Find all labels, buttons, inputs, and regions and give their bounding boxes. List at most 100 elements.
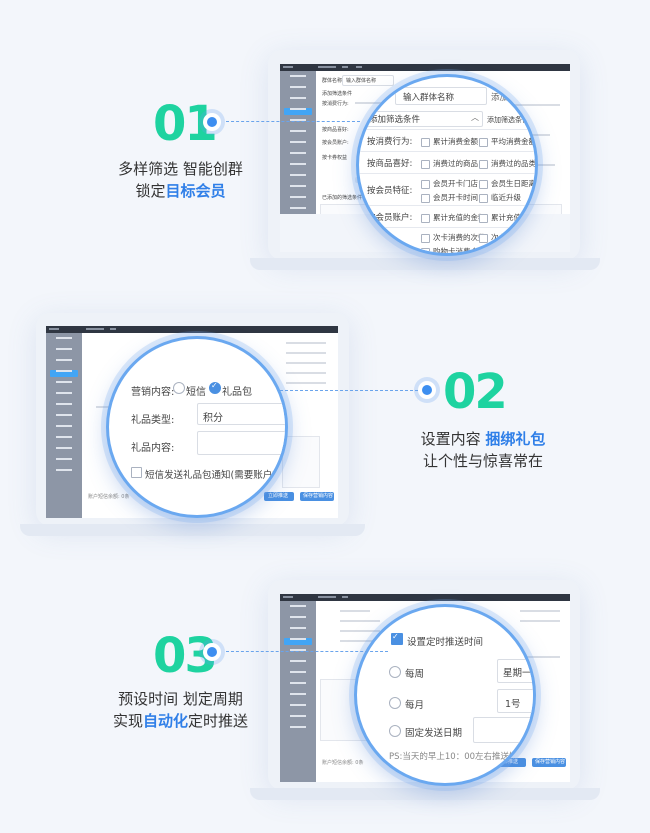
group-name-placeholder: 输入群体名称 bbox=[403, 93, 455, 103]
filter-row-label: 按会员特征: bbox=[367, 186, 413, 196]
connector-dot-2 bbox=[418, 381, 436, 399]
push-now-button-2[interactable] bbox=[264, 492, 294, 501]
gift-content-label: 礼品内容: bbox=[131, 443, 175, 454]
filter-option-label: 消费过的品类 bbox=[491, 159, 536, 168]
filter-option-label: 累计充值的次数 bbox=[491, 213, 536, 222]
filter-option-checkbox[interactable] bbox=[479, 160, 488, 169]
add-filter-right-2: 添加筛选条件 bbox=[487, 116, 529, 124]
filter-option-checkbox[interactable] bbox=[421, 194, 430, 203]
add-filter-label: 添加筛选条件 bbox=[369, 115, 421, 125]
sms-notify-checkbox[interactable] bbox=[131, 467, 142, 478]
filter-option-checkbox[interactable] bbox=[421, 248, 430, 253]
filter-option-checkbox[interactable] bbox=[421, 138, 430, 147]
magnifier-schedule: ✓ 设置定时推送时间 每周 星期一 每月 1号 固定发送日期 PS:当天的早上1… bbox=[354, 604, 536, 786]
feature-caption-1: 多样筛选 智能创群 锁定目标会员 bbox=[98, 158, 263, 202]
gift-content-input[interactable] bbox=[197, 431, 285, 455]
monthly-select[interactable] bbox=[497, 689, 533, 713]
add-filter-select[interactable] bbox=[361, 111, 483, 127]
filter-option-label: 临近升级 bbox=[491, 193, 521, 202]
gift-type-select[interactable] bbox=[197, 403, 285, 425]
chevron-up-icon[interactable]: ︿ bbox=[471, 113, 479, 122]
mini-by-card: 按卡券权益 bbox=[322, 155, 348, 161]
weekly-value: 星期一 bbox=[503, 668, 532, 679]
connector-line-1 bbox=[226, 121, 360, 122]
filter-row-label: 按消费行为: bbox=[367, 137, 413, 147]
enable-schedule-label: 设置定时推送时间 bbox=[407, 637, 484, 648]
save-button-2[interactable] bbox=[300, 492, 334, 501]
connector-line-2 bbox=[280, 390, 418, 391]
filter-row: 按购明细:次卡消费的次数次卡的购物卡消费金额购物卡 bbox=[359, 227, 535, 256]
feature-caption-2: 设置内容 捆绑礼包 让个性与惊喜常在 bbox=[388, 428, 578, 472]
filter-option-checkbox[interactable] bbox=[479, 234, 488, 243]
filter-option-label: 购物卡 bbox=[491, 247, 514, 256]
add-filter-right: 添加筛选条件 bbox=[491, 93, 538, 103]
filter-option-label: 会员开卡门店 bbox=[433, 179, 478, 188]
mini-group-value: 输入群体名称 bbox=[346, 78, 377, 84]
push-now-button-3[interactable] bbox=[494, 758, 526, 767]
magnifier-content: 营销内容: 短信 ✓ 礼品包 礼品类型: 积分 礼品内容: 短信发送礼品包通知(… bbox=[106, 336, 288, 518]
monthly-value: 1号 bbox=[505, 699, 521, 710]
weekly-radio[interactable] bbox=[389, 666, 401, 678]
gift-type-value: 积分 bbox=[203, 413, 223, 424]
marketing-content-label: 营销内容: bbox=[131, 387, 175, 398]
push-now-label-2: 立即推送 bbox=[268, 493, 289, 499]
save-label-3: 保存营销内容 bbox=[535, 759, 566, 765]
magnifier-filter: 群体名称： 输入群体名称 添加筛选条件 添加筛选条件 ︿ 添加筛选条件 按消费行… bbox=[356, 74, 538, 256]
filter-option-checkbox[interactable] bbox=[421, 234, 430, 243]
gift-radio-label: 礼品包 bbox=[222, 387, 252, 398]
filter-option-label: 次卡的 bbox=[491, 233, 514, 242]
filter-row: 按会员特征: 会员开卡门店 会员生日距离会员开卡时间 临近升级 bbox=[359, 173, 535, 206]
filter-option-label: 购物卡消费金额 bbox=[433, 247, 486, 256]
caption-3-line1: 预设时间 划定周期 bbox=[118, 690, 243, 708]
filter-option-checkbox[interactable] bbox=[479, 180, 488, 189]
filter-option-label: 消费过的商品 bbox=[433, 159, 478, 168]
mini-group-label: 群体名称 bbox=[322, 78, 343, 84]
fixed-date-radio[interactable] bbox=[389, 725, 401, 737]
mini-by-goods: 按商品喜好: bbox=[322, 127, 349, 133]
check-icon: ✓ bbox=[392, 632, 399, 641]
filter-option-checkbox[interactable] bbox=[479, 194, 488, 203]
filter-option-label: 会员开卡时间 bbox=[433, 193, 478, 202]
filter-option-checkbox[interactable] bbox=[421, 180, 430, 189]
filter-option-label: 累计消费金额 bbox=[433, 137, 478, 146]
filter-row-label: 按会员账户: bbox=[367, 213, 413, 223]
gift-radio[interactable] bbox=[209, 382, 221, 394]
filter-row: 按会员账户:累计充值的金额累计充值的次数 bbox=[359, 205, 535, 228]
filter-option-checkbox[interactable] bbox=[479, 138, 488, 147]
filter-option-checkbox[interactable] bbox=[421, 160, 430, 169]
enable-schedule-checkbox[interactable] bbox=[391, 633, 403, 645]
mini-added-filters: 已添加的筛选条件 bbox=[322, 195, 363, 201]
caption-2-line1: 设置内容 捆绑礼包 bbox=[420, 430, 546, 448]
laptop-base-3 bbox=[250, 788, 600, 800]
check-icon: ✓ bbox=[211, 381, 218, 390]
schedule-ps-note: PS:当天的早上10：00左右推送知 bbox=[389, 752, 518, 762]
app-topbar bbox=[280, 64, 570, 71]
feature-caption-3: 预设时间 划定周期 实现自动化定时推送 bbox=[98, 688, 263, 732]
connector-dot-1 bbox=[203, 113, 221, 131]
mini-by-member: 按会员账户: bbox=[322, 140, 349, 146]
filter-option-checkbox[interactable] bbox=[479, 214, 488, 223]
group-name-input[interactable] bbox=[395, 87, 487, 105]
save-button-3[interactable] bbox=[532, 758, 566, 767]
filter-option-checkbox[interactable] bbox=[479, 248, 488, 253]
sms-notify-label: 短信发送礼品包通知(需要账户有充足 bbox=[145, 470, 288, 481]
laptop-base-1 bbox=[250, 258, 600, 270]
filter-row: 按消费行为:累计消费金额平均消费金额 bbox=[359, 129, 535, 152]
caption-1-line2: 锁定目标会员 bbox=[135, 182, 226, 200]
feature-number-2: 02 bbox=[443, 364, 508, 420]
weekly-select[interactable] bbox=[497, 659, 533, 683]
push-now-label-3: 立即推送 bbox=[498, 759, 519, 765]
weekly-label: 每周 bbox=[405, 669, 425, 680]
filter-row: 按商品喜好: 消费过的商品 消费过的品类 bbox=[359, 151, 535, 174]
mini-group-input[interactable] bbox=[342, 75, 394, 86]
filter-option-label: 会员生日距离 bbox=[491, 179, 536, 188]
filter-row-label: 按商品喜好: bbox=[367, 159, 413, 169]
sms-radio-label: 短信 bbox=[186, 387, 206, 398]
mini-add-filter: 添加筛选条件 bbox=[322, 91, 353, 97]
sms-radio[interactable] bbox=[173, 382, 185, 394]
save-label-2: 保存营销内容 bbox=[303, 493, 334, 499]
filter-option-checkbox[interactable] bbox=[421, 214, 430, 223]
monthly-radio[interactable] bbox=[389, 697, 401, 709]
filter-option-label: 次卡消费的次数 bbox=[433, 233, 486, 242]
fixed-date-input[interactable] bbox=[473, 717, 533, 743]
